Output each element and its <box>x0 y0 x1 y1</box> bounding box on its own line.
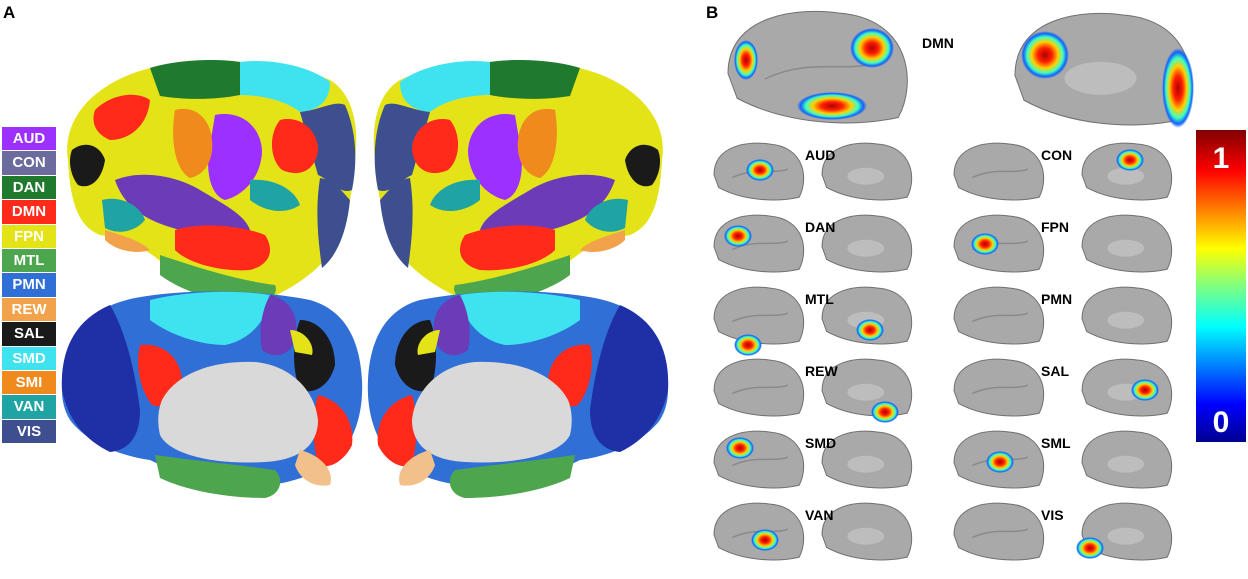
blob-vis <box>1076 537 1104 559</box>
legend-item-van: VAN <box>2 395 56 419</box>
label-mtl: MTL <box>805 291 834 307</box>
blob-pmn <box>856 319 884 341</box>
legend-item-smi: SMI <box>2 370 56 395</box>
brain-medial-left <box>61 291 363 498</box>
brain-sal-lateral <box>953 358 1045 417</box>
brain-vis-lateral <box>953 502 1045 561</box>
legend-item-vis: VIS <box>2 419 56 444</box>
network-maps: DMN AUD CON DAN FPN MTL PMN REW SAL SMD SML VAN VIS <box>713 10 1194 561</box>
legend-item-aud: AUD <box>2 127 56 151</box>
brain-smd-medial <box>821 430 913 489</box>
colorbar-max-label: 1 <box>1213 142 1230 175</box>
colorbar-gradient <box>1196 130 1246 442</box>
brain-pmn-lateral <box>953 286 1045 345</box>
brain-dan-medial <box>821 214 913 273</box>
label-sml: SML <box>1041 435 1071 451</box>
legend-item-dmn: DMN <box>2 200 56 224</box>
legend-item-dan: DAN <box>2 175 56 200</box>
brain-con-lateral <box>953 142 1045 201</box>
colorbar: 1 0 <box>1196 130 1246 442</box>
label-sal: SAL <box>1041 363 1069 379</box>
blob-dan <box>724 225 752 247</box>
blob-van <box>751 529 779 551</box>
brain-mtl-lateral <box>713 286 805 345</box>
blob-con <box>1116 149 1144 171</box>
blob-sml <box>986 451 1014 473</box>
blob-smd <box>726 437 754 459</box>
brain-medial-right <box>367 291 669 498</box>
label-con: CON <box>1041 147 1072 163</box>
panel-a-letter: A <box>3 3 16 22</box>
brain-lateral-left <box>67 60 357 306</box>
legend-item-fpn: FPN <box>2 224 56 248</box>
blob-mtl <box>734 334 762 356</box>
brain-dan-lateral <box>713 214 805 273</box>
dmn-blob-medial-prefrontal <box>1162 48 1194 128</box>
legend-item-rew: REW <box>2 297 56 322</box>
legend-item-smd: SMD <box>2 346 56 370</box>
dmn-blob-precuneus <box>1021 31 1069 79</box>
brain-sml-medial <box>1081 430 1173 489</box>
brain-vis-medial <box>1081 502 1173 561</box>
brain-fpn-medial <box>1081 214 1173 273</box>
legend-item-mtl: MTL <box>2 248 56 273</box>
brain-aud-medial <box>821 142 913 201</box>
legend-item-con: CON <box>2 151 56 175</box>
brain-lateral-right <box>373 60 663 306</box>
panel-b-letter: B <box>706 3 719 22</box>
legend-item-pmn: PMN <box>2 273 56 297</box>
dmn-blob-temporal <box>797 92 867 120</box>
blob-fpn <box>971 233 999 255</box>
brain-van-medial <box>821 502 913 561</box>
brain-pmn-medial <box>1081 286 1173 345</box>
legend-item-sal: SAL <box>2 322 56 346</box>
colorbar-min-label: 0 <box>1213 406 1230 439</box>
dmn-blob-frontal <box>734 40 758 80</box>
label-vis: VIS <box>1041 507 1064 523</box>
label-fpn: FPN <box>1041 219 1069 235</box>
label-dan: DAN <box>805 219 835 235</box>
blob-aud <box>746 159 774 181</box>
brain-con-medial <box>1081 142 1173 201</box>
blob-sal <box>1131 379 1159 401</box>
label-dmn-main: DMN <box>922 35 954 51</box>
brain-rew-lateral <box>713 358 805 417</box>
label-smd: SMD <box>805 435 836 451</box>
brain-smd-lateral <box>713 430 805 489</box>
label-pmn: PMN <box>1041 291 1072 307</box>
label-van: VAN <box>805 507 834 523</box>
label-aud: AUD <box>805 147 835 163</box>
label-rew: REW <box>805 363 838 379</box>
dmn-blob-parietal <box>850 28 894 68</box>
blob-rew <box>871 401 899 423</box>
